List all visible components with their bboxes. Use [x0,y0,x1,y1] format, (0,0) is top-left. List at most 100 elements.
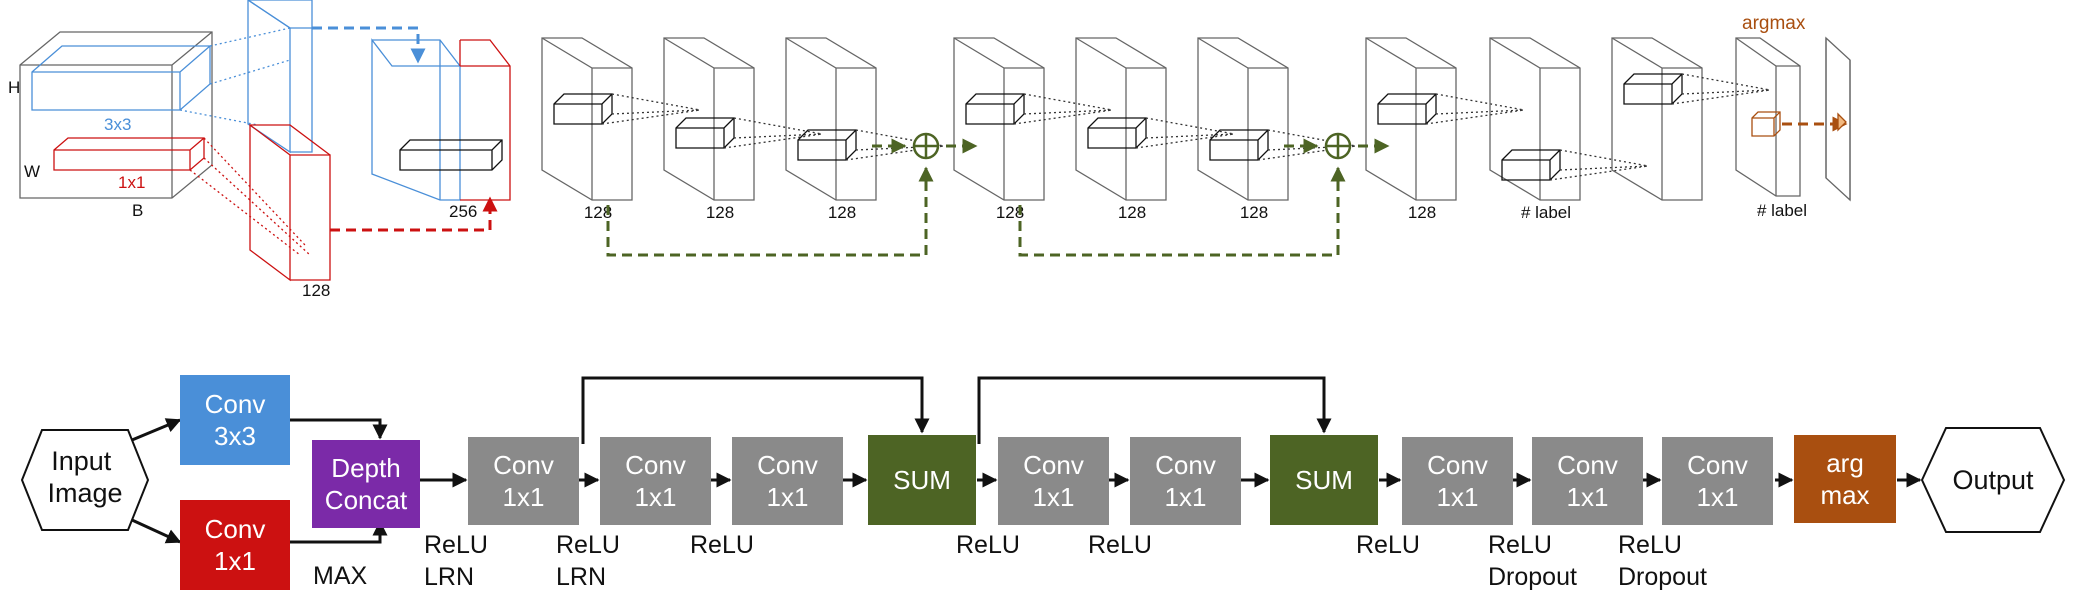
output-voxel [1837,112,1847,132]
depth-label-3: 128 [584,203,612,222]
activation-label-1: LRN [424,563,474,591]
sum-block-1-label: SUM [893,465,951,495]
input-node [20,429,150,531]
kernel-box-2 [675,117,735,149]
conv-block-2-label: Conv [625,450,686,480]
conv-block-4-label: Conv [1023,450,1084,480]
conv-block-5-label: Conv [1155,450,1216,480]
conv-layer-volume-2 [663,37,823,201]
conv-block-4-label: 1x1 [1033,482,1075,512]
depth-concat-block-label: Concat [325,485,408,515]
conv3x3-block-rect [180,375,290,465]
argmax-label: argmax [1742,13,1806,34]
sum-block-2-label: SUM [1295,465,1353,495]
pool-label: MAX [313,562,368,590]
conv-block-6-label: Conv [1427,450,1488,480]
depth-label-concat: 256 [449,202,477,221]
output-label: Output [1952,465,2034,495]
sum-block-1: SUM [868,435,976,525]
edge-conv3-concat [290,418,388,440]
conv-block-7-label: Conv [1557,450,1618,480]
activation-label-8: ReLU [1618,531,1682,559]
depth-label-4: 128 [706,203,734,222]
conv-block-2-label: 1x1 [635,482,677,512]
label-w: W [24,162,40,181]
activation-label-5: ReLU [1088,531,1152,559]
depth-label-5: 128 [828,203,856,222]
depth-concat-block-label: Depth [331,453,400,483]
residual-edge-2 [977,376,1332,444]
conv-layer-volume-6 [1197,37,1357,201]
depth-concat-block-rect [312,440,420,528]
activation-label-2: ReLU [556,531,620,559]
label-b: B [132,201,143,220]
activation-label-2: LRN [556,563,606,591]
kernel-box-6 [1209,129,1269,161]
conv3x3-block-label: Conv [205,389,266,419]
conv-block-3-label: Conv [757,450,818,480]
sum-node-1 [912,132,940,160]
conv-block-5-label: 1x1 [1165,482,1207,512]
conv-layer-volume-8 [1489,37,1649,201]
activation-label-7: Dropout [1488,563,1577,591]
kernel-box-7 [1377,93,1437,125]
conv1x1-input-block-rect [180,500,290,590]
kernel-box-3 [797,129,857,161]
conv-block-3-label: 1x1 [767,482,809,512]
kernel-box-1 [553,93,613,125]
skip-connection-1 [606,166,934,257]
edge-input-conv1 [131,518,182,544]
sum-block-2: SUM [1270,435,1378,525]
conv1-output-volume [249,123,331,282]
kernel-box-9 [1623,73,1683,105]
conv3-to-concat-arrow [312,26,426,64]
conv1x1-input-block-label: Conv [205,514,266,544]
sum-block-1-rect [868,435,976,525]
activation-label-8: Dropout [1618,563,1707,591]
label-h: H [8,78,20,97]
argmax-block-rect [1794,435,1896,523]
label-3x3: 3x3 [104,115,131,134]
argmax-block-label: max [1820,480,1869,510]
input-label-line-2: Image [47,478,122,508]
sum-node-2 [1324,132,1352,160]
conv1x1-input-block-label: 1x1 [214,546,256,576]
activation-label-1: ReLU [424,531,488,559]
conv-block-4-rect [998,437,1109,525]
pipeline-blocks: Conv3x3Conv1x1DepthConcatConv1x1Conv1x1C… [180,375,1896,590]
skip-connection-2 [1018,166,1346,257]
kernel-3x3 [31,27,291,126]
conv-block-6-rect [1402,437,1513,525]
input-label: Input Image [47,446,122,508]
conv-block-5-rect [1130,437,1241,525]
conv-block-8-label: 1x1 [1697,482,1739,512]
depth-label-6: 128 [996,203,1024,222]
argmax-block: argmax [1794,435,1896,523]
conv-layer-volume-1 [541,37,701,201]
label-1x1: 1x1 [118,173,145,192]
depth-label-label: # label [1757,201,1807,220]
activation-label-3: ReLU [690,531,754,559]
residual-edge-1 [581,376,930,444]
volume-diagram: H W B 3x3 1x1 128 [8,0,1851,300]
output-volume [1825,36,1851,202]
conv-block-8-rect [1662,437,1773,525]
kernel-box-4 [965,93,1025,125]
output-node [1920,427,2066,533]
pipeline-diagram: Input Image Output Con [20,375,2066,591]
sum-block-2-rect [1270,435,1378,525]
conv-layer-volume-5 [1075,37,1235,201]
kernel-box-5 [1087,117,1147,149]
conv-layer-volume-9 [1611,37,1771,201]
conv3-output-volume [247,0,313,154]
kernel-1x1 [53,137,311,256]
